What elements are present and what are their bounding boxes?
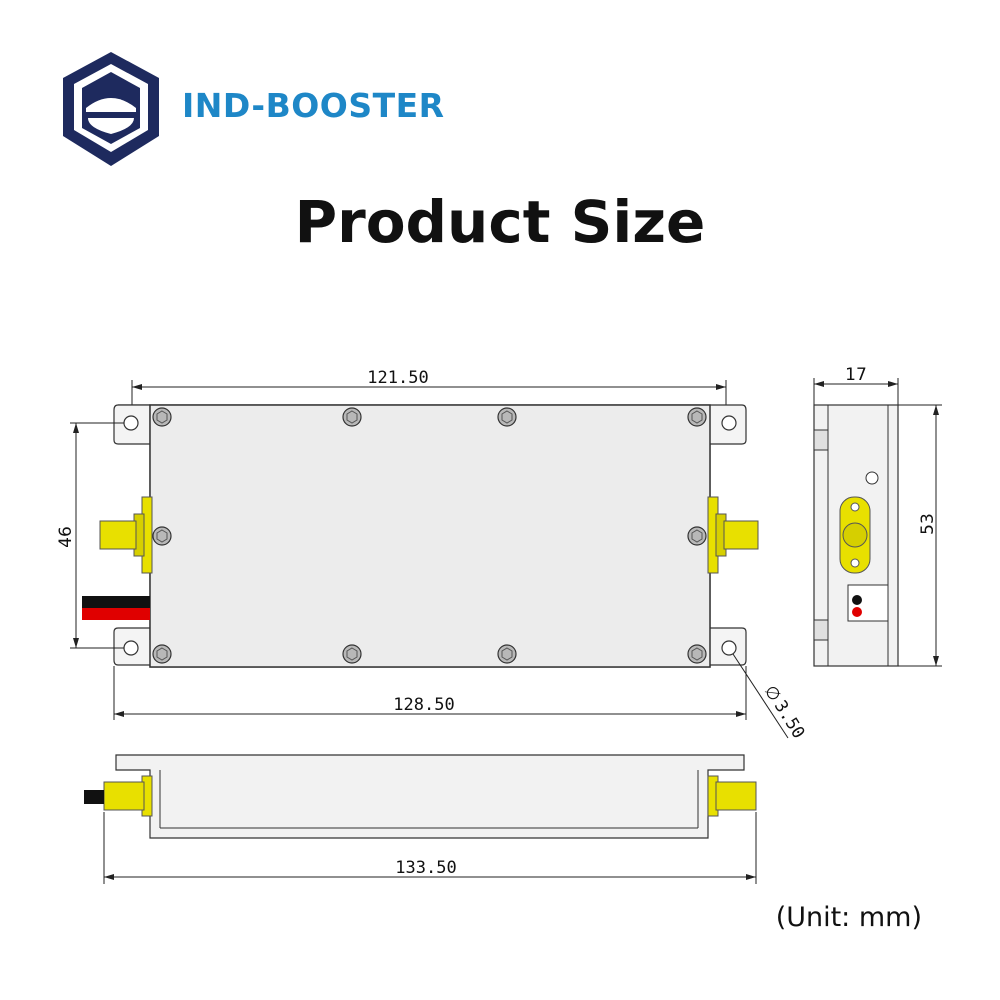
hexagon-shield-logo-icon <box>63 52 159 166</box>
dim-depth: 17 <box>845 365 867 385</box>
unit-note: (Unit: mm) <box>775 902 922 933</box>
brand-name: IND-BOOSTER <box>182 86 445 125</box>
dim-top-width: 121.50 <box>367 368 428 388</box>
top-view: 121.50 <box>56 368 808 742</box>
dim-side-width: 133.50 <box>395 858 456 878</box>
dim-overall-width: 128.50 <box>393 695 454 715</box>
dim-height: 46 <box>56 526 76 548</box>
dim-side-height: 53 <box>918 513 938 535</box>
end-view: 17 53 <box>813 365 942 667</box>
page-title: Product Size <box>294 188 706 256</box>
profile-view: 133.50 <box>84 754 757 884</box>
